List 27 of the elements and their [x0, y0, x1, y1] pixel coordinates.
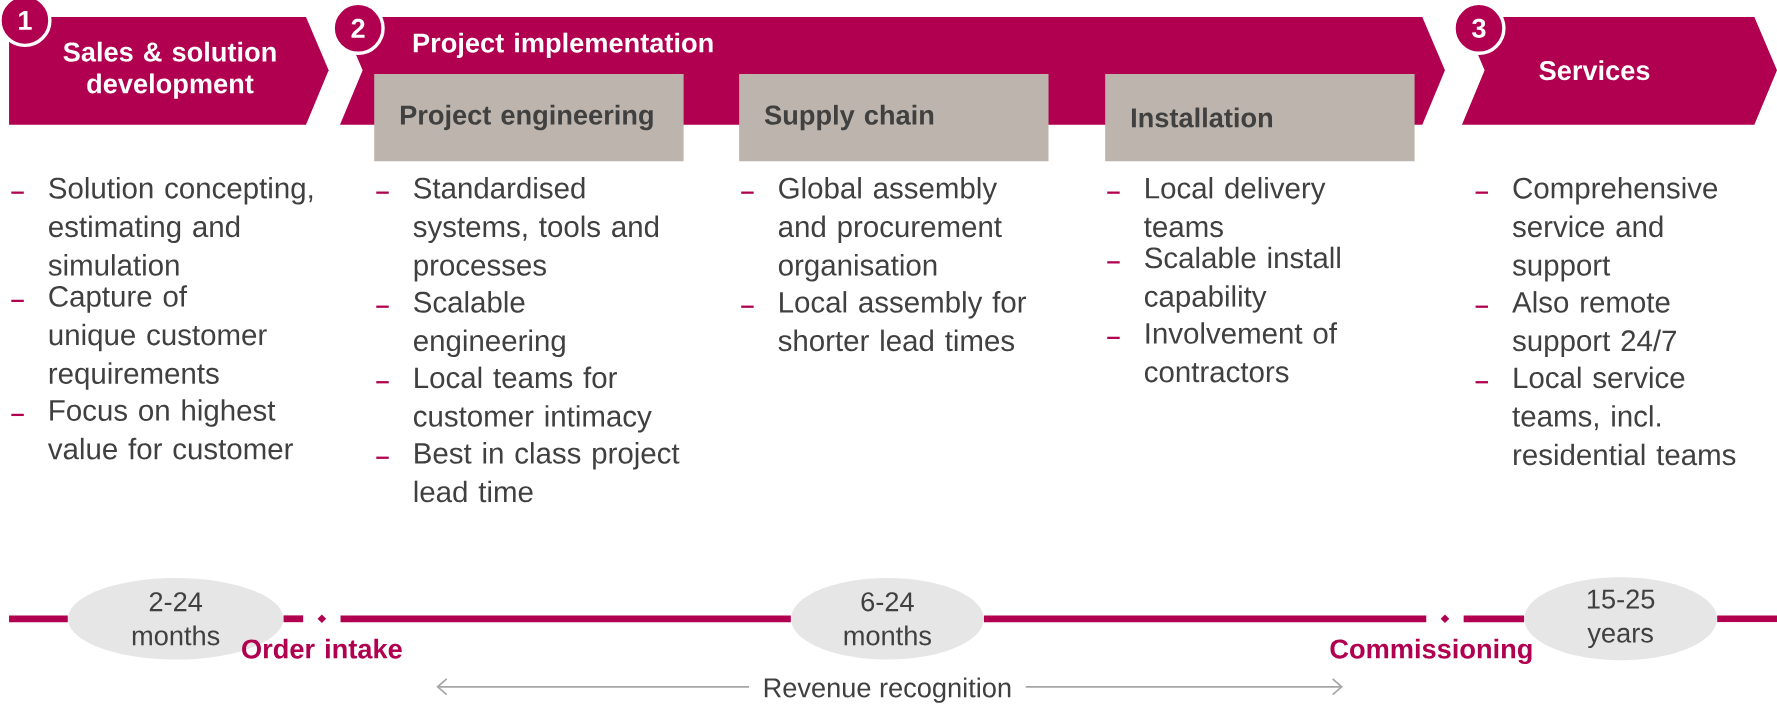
stage-box: Supply chain: [739, 73, 1049, 161]
bullet-item: Scalable install capability: [1107, 246, 1340, 313]
bullet-item: Involvement of contractors: [1107, 322, 1337, 383]
bullet-item: Focus on highest value for customer: [11, 399, 293, 460]
bullet-item: Capture of unique customer requirements: [11, 285, 267, 390]
bullet-item: Global assembly and procurement organisation: [741, 176, 1002, 282]
number-badge: 1: [0, 0, 52, 47]
timeline-line: [983, 615, 1427, 622]
milestone-diamond: [317, 614, 327, 623]
revenue-label: Revenue recognition: [749, 673, 1026, 707]
bullet-item: Also remote support 24/7: [1475, 290, 1676, 357]
bullet-item: Comprehensive service and support: [1475, 176, 1718, 282]
number-badge: 3: [1452, 1, 1506, 55]
bullet-item: Local delivery teams: [1107, 176, 1326, 237]
bullet-item: Local assembly for shorter lead times: [741, 290, 1027, 351]
timeline-line: [283, 615, 304, 622]
number-badge: 2: [331, 1, 385, 55]
stage-box: Installation: [1105, 73, 1415, 161]
bullet-item: Standardised systems, tools and processes: [376, 176, 659, 282]
timeline-line: [1463, 615, 1525, 622]
bullet-item: Best in class project lead time: [376, 441, 680, 503]
bullet-item: Scalable engineering: [376, 290, 565, 357]
milestone-diamond: [1440, 614, 1450, 623]
bullet-item: Solution concepting, estimating and simulation: [11, 176, 313, 276]
bullet-item: Local teams for customer intimacy: [376, 366, 652, 433]
stage-box: Project engineering: [374, 73, 684, 161]
bullet-item: Local service teams, incl. residential teams: [1475, 366, 1736, 466]
